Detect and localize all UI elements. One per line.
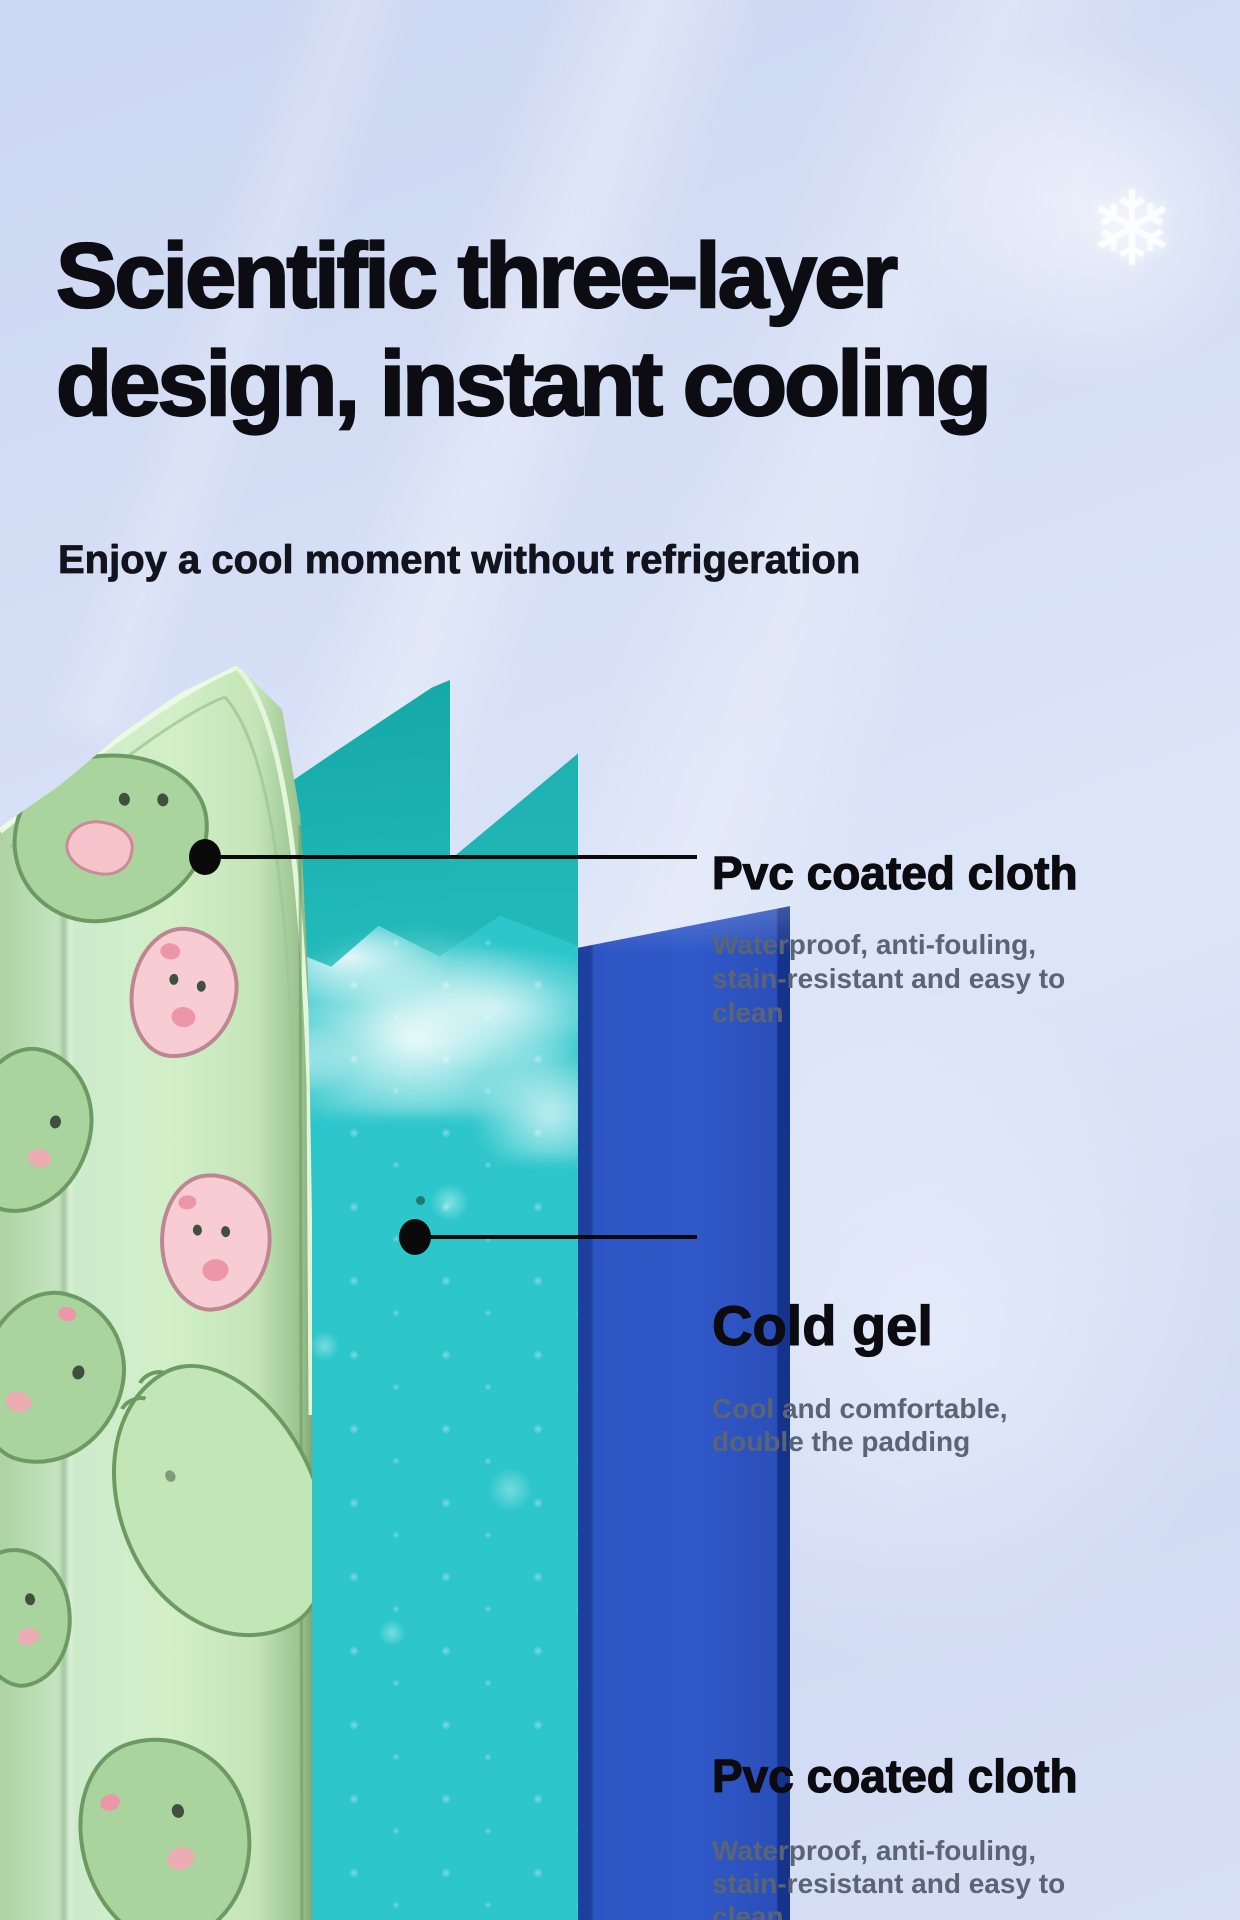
desc-line: Waterproof, anti-fouling, [712,1835,1037,1866]
desc-line: Cool and comfortable, [712,1393,1008,1424]
water-speck [416,1196,425,1205]
desc-line: stain-resistant and easy to [712,963,1066,994]
snowflake-icon: ❄ [1088,172,1176,288]
desc-line: clean [712,1901,784,1920]
desc-line: Waterproof, anti-fouling, [712,929,1037,960]
title-line-2: design, instant cooling [55,332,993,436]
callout-line-1 [205,855,697,859]
page-subtitle: Enjoy a cool moment without refrigeratio… [58,538,861,583]
section-heading-pvc-top: Pvc coated cloth [711,846,1078,899]
desc-line: stain-resistant and easy to [712,1868,1066,1899]
section-desc-pvc-top: Waterproof, anti-fouling, stain-resistan… [712,928,1065,1030]
callout-line-2 [415,1235,697,1239]
page-title: Scientific three-layer design, instant c… [55,222,993,438]
section-heading-pvc-bottom: Pvc coated cloth [711,1749,1078,1802]
pvc-blue-layer [578,906,790,1920]
section-desc-pvc-bottom: Waterproof, anti-fouling, stain-resistan… [712,1834,1065,1920]
desc-line: double the padding [712,1426,971,1457]
pvc-printed-sheet [0,665,312,1920]
title-line-1: Scientific three-layer [55,224,899,328]
desc-line: clean [712,997,784,1028]
section-desc-cold-gel: Cool and comfortable, double the padding [712,1392,1008,1458]
section-heading-cold-gel: Cold gel [711,1293,933,1357]
